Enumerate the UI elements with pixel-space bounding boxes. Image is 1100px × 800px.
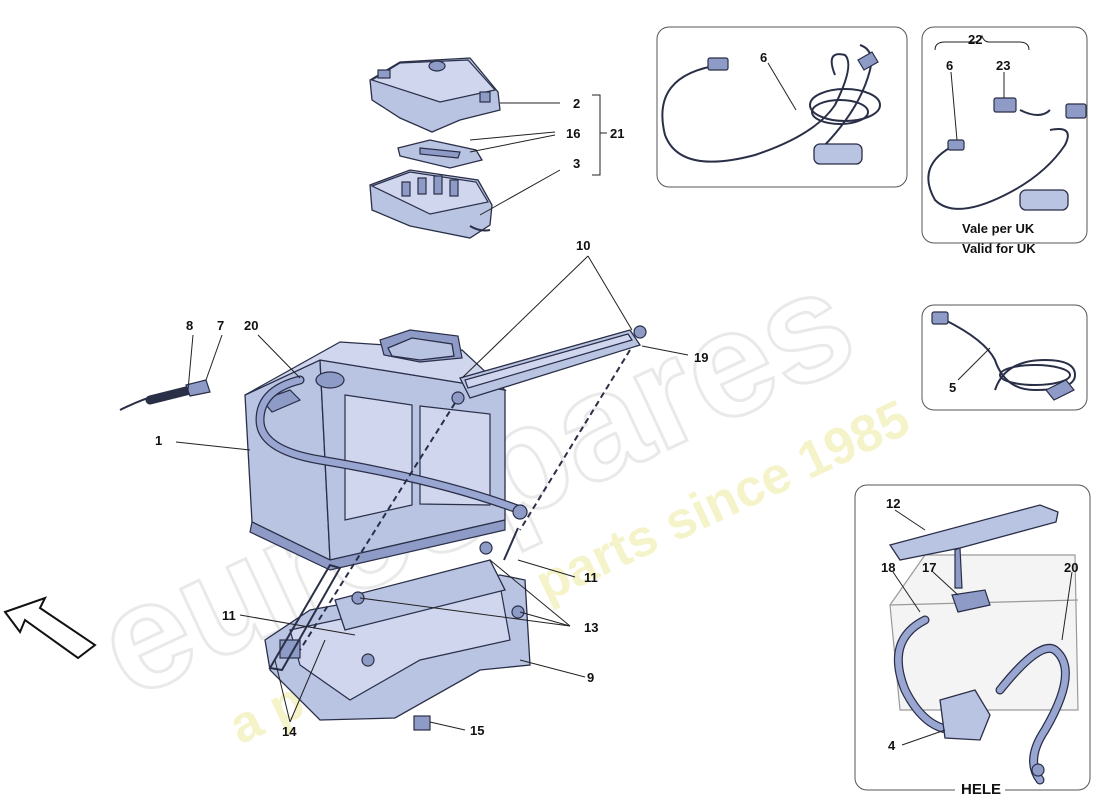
callout-23: 23 xyxy=(996,58,1010,73)
callout-3: 3 xyxy=(573,156,580,171)
callout-1: 1 xyxy=(155,433,162,448)
callout-18: 18 xyxy=(881,560,895,575)
callout-labels: 2 16 21 3 10 19 8 7 20 1 11 13 11 9 14 1… xyxy=(155,32,1078,798)
callout-12: 12 xyxy=(886,496,900,511)
callout-21: 21 xyxy=(610,126,624,141)
callout-5: 5 xyxy=(949,380,956,395)
note-valid-for-uk: Valid for UK xyxy=(962,241,1036,256)
plug-panel xyxy=(921,304,1088,411)
callout-4: 4 xyxy=(888,738,896,753)
callout-2: 2 xyxy=(573,96,580,111)
note-vale-per-uk: Vale per UK xyxy=(962,221,1035,236)
battery xyxy=(244,329,507,571)
callout-8: 8 xyxy=(186,318,193,333)
support-rod xyxy=(299,349,631,651)
note-hele: HELE xyxy=(961,781,1001,798)
charger-panel xyxy=(656,26,908,188)
callout-6-charger: 6 xyxy=(760,50,767,65)
callout-17: 17 xyxy=(922,560,936,575)
direction-arrow-icon xyxy=(3,596,97,660)
callout-11-left: 11 xyxy=(222,608,236,623)
hele-panel xyxy=(854,484,1091,791)
leader-lines xyxy=(175,94,689,731)
callout-14: 14 xyxy=(282,724,297,739)
callout-6-uk: 6 xyxy=(946,58,953,73)
hold-down-strip xyxy=(451,325,647,405)
fuse-box-base xyxy=(369,169,493,239)
callout-15: 15 xyxy=(470,723,484,738)
callout-11-right: 11 xyxy=(584,570,598,585)
callout-7: 7 xyxy=(217,318,224,333)
uk-panel xyxy=(921,26,1088,244)
callout-20-hele: 20 xyxy=(1064,560,1078,575)
battery-cables xyxy=(119,375,528,520)
callout-22: 22 xyxy=(968,32,982,47)
fuse-box-cover xyxy=(369,57,501,133)
callout-10: 10 xyxy=(576,238,590,253)
battery-tray xyxy=(264,541,531,721)
callout-9: 9 xyxy=(587,670,594,685)
clip xyxy=(413,715,431,731)
callout-13: 13 xyxy=(584,620,598,635)
fuse-strip xyxy=(397,139,484,169)
callout-20: 20 xyxy=(244,318,258,333)
callout-16: 16 xyxy=(566,126,580,141)
callout-19: 19 xyxy=(694,350,708,365)
